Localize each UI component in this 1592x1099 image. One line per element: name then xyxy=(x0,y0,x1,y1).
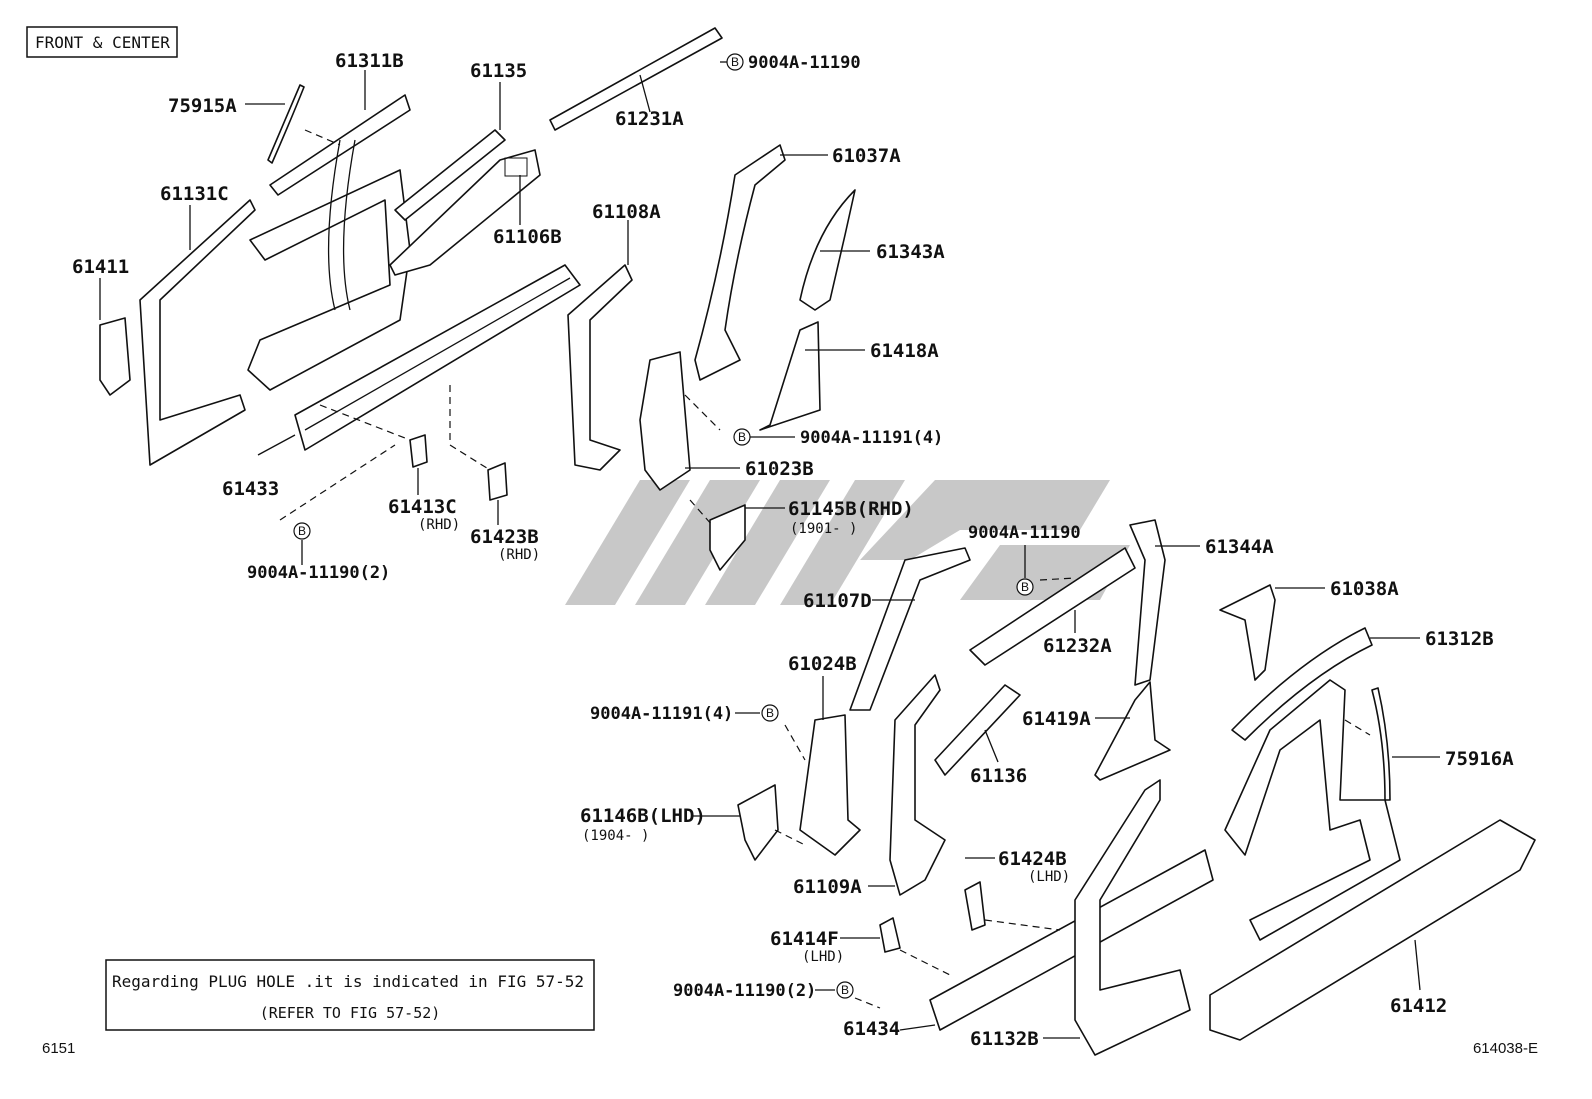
callout-61423B[interactable]: 61423B xyxy=(470,526,539,548)
callout-9004A-11190-2-left[interactable]: 9004A-11190(2) xyxy=(247,563,390,583)
footer-left-code: 6151 xyxy=(42,1040,75,1057)
callout-61145B-sub: (1901- ) xyxy=(790,521,857,537)
callout-9004A-11190-2-bottom[interactable]: 9004A-11190(2) xyxy=(673,981,816,1001)
callout-61423B-sub: (RHD) xyxy=(498,547,540,563)
svg-text:B: B xyxy=(841,983,849,997)
assembly-dashed-lines xyxy=(279,129,1371,1009)
callout-61433[interactable]: 61433 xyxy=(222,478,279,500)
callout-61411[interactable]: 61411 xyxy=(72,256,129,278)
callout-61343A[interactable]: 61343A xyxy=(876,241,945,263)
section-label: FRONT & CENTER xyxy=(35,33,170,52)
callout-61413C-sub: (RHD) xyxy=(418,517,460,533)
callout-61424B[interactable]: 61424B xyxy=(998,848,1067,870)
callout-61038A[interactable]: 61038A xyxy=(1330,578,1399,600)
fastener-marker-bottom: B xyxy=(836,981,854,999)
callout-61412[interactable]: 61412 xyxy=(1390,995,1447,1017)
callout-61107D[interactable]: 61107D xyxy=(803,590,872,612)
callout-61418A[interactable]: 61418A xyxy=(870,340,939,362)
note-line-1: Regarding PLUG HOLE .it is indicated in … xyxy=(112,972,584,991)
callout-61344A[interactable]: 61344A xyxy=(1205,536,1274,558)
fastener-marker-lower-center: B xyxy=(761,704,779,722)
callout-61413C[interactable]: 61413C xyxy=(388,496,457,518)
callout-61311B[interactable]: 61311B xyxy=(335,50,404,72)
watermark-logo xyxy=(565,480,1130,605)
svg-text:B: B xyxy=(738,430,746,444)
callout-61414F[interactable]: 61414F xyxy=(770,928,839,950)
callout-61146B-sub: (1904- ) xyxy=(582,828,649,844)
callout-61312B[interactable]: 61312B xyxy=(1425,628,1494,650)
footer-right-code: 614038-E xyxy=(1473,1040,1538,1057)
callout-75915A[interactable]: 75915A xyxy=(168,95,237,117)
callout-61232A[interactable]: 61232A xyxy=(1043,635,1112,657)
callout-61434[interactable]: 61434 xyxy=(843,1018,900,1040)
callout-61424B-sub: (LHD) xyxy=(1028,869,1070,885)
fastener-marker-mid-right: B xyxy=(1016,578,1034,596)
part-outlines xyxy=(99,27,1536,1056)
svg-text:B: B xyxy=(766,706,774,720)
callout-61132B[interactable]: 61132B xyxy=(970,1028,1039,1050)
section-label-box: FRONT & CENTER xyxy=(26,26,178,58)
callout-61145B[interactable]: 61145B(RHD) xyxy=(788,498,914,520)
callout-61146B[interactable]: 61146B(LHD) xyxy=(580,805,706,827)
callout-61109A[interactable]: 61109A xyxy=(793,876,862,898)
callout-9004A-11190-top[interactable]: 9004A-11190 xyxy=(748,53,861,73)
callout-61023B[interactable]: 61023B xyxy=(745,458,814,480)
fastener-marker-top: B xyxy=(726,53,744,71)
callout-61106B[interactable]: 61106B xyxy=(493,226,562,248)
svg-text:B: B xyxy=(298,524,306,538)
callout-61231A[interactable]: 61231A xyxy=(615,108,684,130)
callout-61136[interactable]: 61136 xyxy=(970,765,1027,787)
callout-61024B[interactable]: 61024B xyxy=(788,653,857,675)
part-callouts: 61311B 61135 9004A-11190 75915A 61231A 6… xyxy=(72,50,1514,1050)
callout-61131C[interactable]: 61131C xyxy=(160,183,229,205)
leader-lines xyxy=(99,61,1440,1039)
callout-61108A[interactable]: 61108A xyxy=(592,201,661,223)
fastener-marker-upper-center: B xyxy=(733,428,751,446)
callout-9004A-11191-4-upper[interactable]: 9004A-11191(4) xyxy=(800,428,943,448)
svg-text:B: B xyxy=(1021,580,1029,594)
callout-61037A[interactable]: 61037A xyxy=(832,145,901,167)
callout-9004A-11191-4-lower[interactable]: 9004A-11191(4) xyxy=(590,704,733,724)
svg-text:B: B xyxy=(731,55,739,69)
plug-hole-note-box: Regarding PLUG HOLE .it is indicated in … xyxy=(105,959,595,1031)
callout-61135[interactable]: 61135 xyxy=(470,60,527,82)
callout-61419A[interactable]: 61419A xyxy=(1022,708,1091,730)
callout-75916A[interactable]: 75916A xyxy=(1445,748,1514,770)
callout-61414F-sub: (LHD) xyxy=(802,949,844,965)
callout-9004A-11190-mid[interactable]: 9004A-11190 xyxy=(968,523,1081,543)
note-line-2: (REFER TO FIG 57-52) xyxy=(260,1004,441,1022)
fastener-marker-left: B xyxy=(293,522,311,540)
